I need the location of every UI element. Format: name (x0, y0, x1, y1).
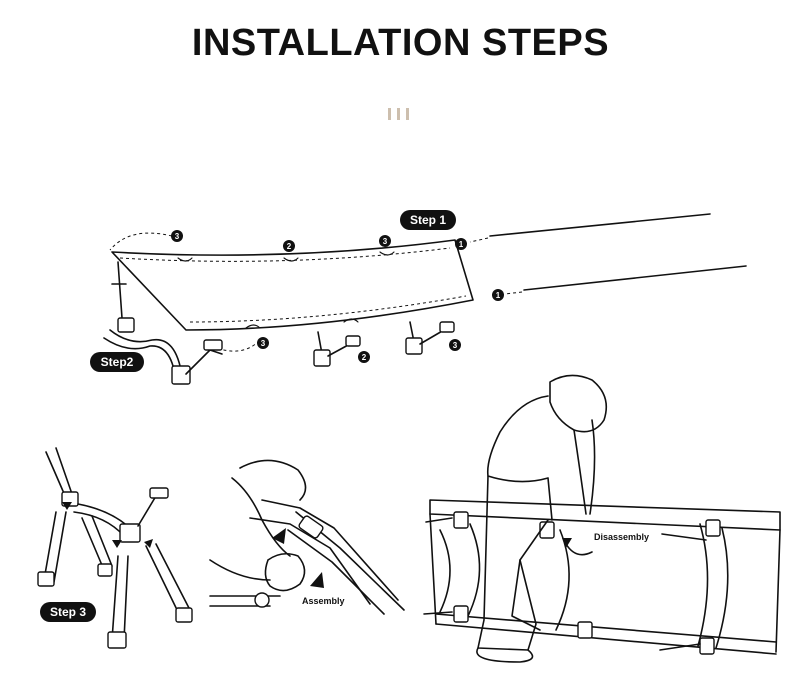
svg-text:1: 1 (459, 240, 464, 249)
step3-label: Step 3 (50, 605, 86, 619)
svg-text:3: 3 (261, 339, 266, 348)
step1-illustration (104, 214, 746, 384)
svg-text:3: 3 (453, 341, 458, 350)
svg-text:3: 3 (383, 237, 388, 246)
svg-text:1: 1 (496, 291, 501, 300)
marker-3a: 3 (171, 230, 183, 242)
svg-text:2: 2 (287, 242, 292, 251)
step1-badge: Step 1 (400, 210, 456, 230)
marker-2a: 2 (283, 240, 295, 252)
disassembly-illustration (424, 375, 780, 662)
marker-3b: 3 (379, 235, 391, 247)
marker-1a: 1 (455, 238, 467, 250)
step2-label: Step2 (101, 355, 134, 369)
assembly-caption: Assembly (302, 596, 345, 606)
step2-badge: Step2 (90, 352, 144, 372)
assembly-illustration (210, 460, 404, 614)
svg-text:2: 2 (362, 353, 367, 362)
svg-text:3: 3 (175, 232, 180, 241)
marker-1b: 1 (492, 289, 504, 301)
step1-label: Step 1 (410, 213, 446, 227)
disassembly-caption: Disassembly (594, 532, 649, 542)
marker-2b: 2 (358, 351, 370, 363)
step3-badge: Step 3 (40, 602, 96, 622)
marker-3c: 3 (257, 337, 269, 349)
marker-3d: 3 (449, 339, 461, 351)
